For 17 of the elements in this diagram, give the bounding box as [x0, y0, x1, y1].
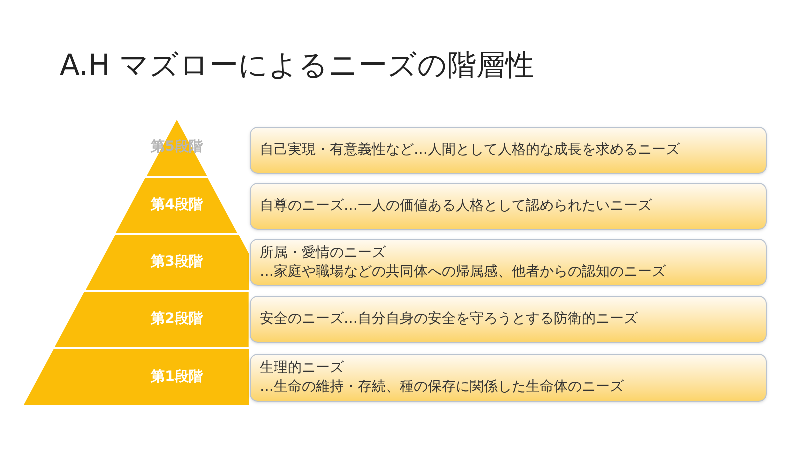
tier-label: 第4段階 [151, 196, 203, 215]
need-description: 生理的ニーズ [260, 359, 345, 378]
need-box [250, 354, 767, 402]
need-description: 所属・愛情のニーズ [260, 244, 387, 262]
need-description: 自己実現・有意義性など…人間として人格的な成長を求めるニーズ [260, 141, 681, 160]
tier-label: 第2段階 [151, 310, 203, 329]
need-box [250, 127, 767, 174]
tier-label: 第1段階 [151, 368, 203, 386]
need-box [250, 239, 767, 286]
tier-label: 第3段階 [151, 253, 203, 272]
need-description: 自尊のニーズ…一人の価値ある人格として認められたいニーズ [260, 197, 653, 216]
need-description: …生命の維持・存続、種の保存に関係した生命体のニーズ [260, 378, 625, 397]
need-description: 安全のニーズ…自分自身の安全を守ろうとする防衛的ニーズ [260, 310, 639, 329]
need-description: …家庭や職場などの共同体への帰属感、他者からの認知のニーズ [260, 262, 667, 282]
need-box [250, 296, 767, 343]
need-box [250, 183, 767, 230]
title: A.H マズローによるニーズの階層性 [60, 47, 535, 84]
